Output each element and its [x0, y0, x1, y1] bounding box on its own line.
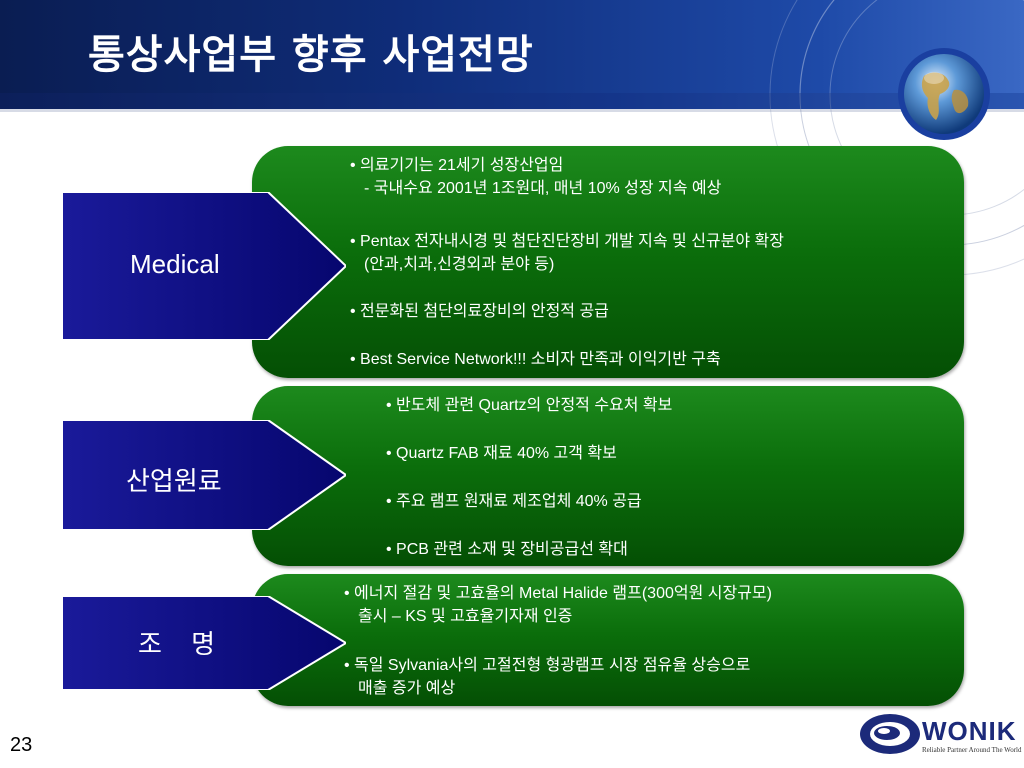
- bullet-line: • Pentax 전자내시경 및 첨단진단장비 개발 지속 및 신규분야 확장: [350, 233, 784, 250]
- list-item: • PCB 관련 소재 및 장비공급선 확대: [386, 538, 628, 561]
- logo-wordmark: WONIK: [922, 716, 1017, 746]
- bullet-line: • 반도체 관련 Quartz의 안정적 수요처 확보: [386, 397, 673, 414]
- bullet-line: • 에너지 절감 및 고효율의 Metal Halide 램프(300억원 시장…: [344, 585, 772, 602]
- list-item: • 독일 Sylvania사의 고절전형 형광램프 시장 점유율 상승으로 매출…: [344, 654, 750, 700]
- bullet-line: • PCB 관련 소재 및 장비공급선 확대: [386, 541, 628, 558]
- list-item: • 의료기기는 21세기 성장산업임 - 국내수요 2001년 1조원대, 매년…: [350, 154, 721, 200]
- medical-panel: [252, 146, 964, 378]
- bullet-line: • 독일 Sylvania사의 고절전형 형광램프 시장 점유율 상승으로: [344, 657, 751, 674]
- lighting-label: 조 명: [138, 629, 216, 659]
- lighting-panel: [252, 574, 964, 706]
- list-item: • Quartz FAB 재료 40% 고객 확보: [386, 442, 617, 465]
- industrial-panel: [252, 386, 964, 566]
- list-item: • Pentax 전자내시경 및 첨단진단장비 개발 지속 및 신규분야 확장 …: [350, 230, 784, 276]
- page-title: 통상사업부 향후 사업전망: [88, 32, 534, 78]
- bullet-line: • Best Service Network!!! 소비자 만족과 이익기반 구…: [350, 351, 721, 368]
- bullet-line: 출시 – KS 및 고효율기자재 인증: [358, 608, 573, 625]
- bullet-line: • Quartz FAB 재료 40% 고객 확보: [386, 445, 617, 462]
- list-item: • Best Service Network!!! 소비자 만족과 이익기반 구…: [350, 348, 721, 371]
- bullet-line: • 의료기기는 21세기 성장산업임: [350, 157, 564, 174]
- bullet-line: 매출 증가 예상: [358, 680, 456, 697]
- industrial-pointer: [62, 420, 346, 530]
- list-item: • 반도체 관련 Quartz의 안정적 수요처 확보: [386, 394, 672, 417]
- bullet-line: • 주요 램프 원재료 제조업체 40% 공급: [386, 493, 642, 510]
- logo-tagline: Reliable Partner Around The World: [922, 746, 1022, 754]
- industrial-label: 산업원료: [126, 466, 222, 496]
- medical-label: Medical: [130, 249, 220, 279]
- wonik-logo-icon: [860, 714, 920, 754]
- medical-pointer: [62, 192, 346, 340]
- lighting-pointer: [62, 596, 346, 690]
- list-item: • 주요 램프 원재료 제조업체 40% 공급: [386, 490, 642, 513]
- list-item: • 전문화된 첨단의료장비의 안정적 공급: [350, 300, 609, 323]
- bullet-line: (안과,치과,신경외과 분야 등): [364, 256, 555, 273]
- globe-icon: [898, 48, 990, 140]
- bullet-line: • 전문화된 첨단의료장비의 안정적 공급: [350, 303, 609, 320]
- page-number: 23: [10, 734, 33, 756]
- list-item: • 에너지 절감 및 고효율의 Metal Halide 램프(300억원 시장…: [344, 582, 772, 628]
- header-banner: [0, 0, 1024, 93]
- bullet-line: - 국내수요 2001년 1조원대, 매년 10% 성장 지속 예상: [364, 180, 722, 197]
- header-stripe: [0, 93, 1024, 109]
- header-divider: [0, 109, 1024, 112]
